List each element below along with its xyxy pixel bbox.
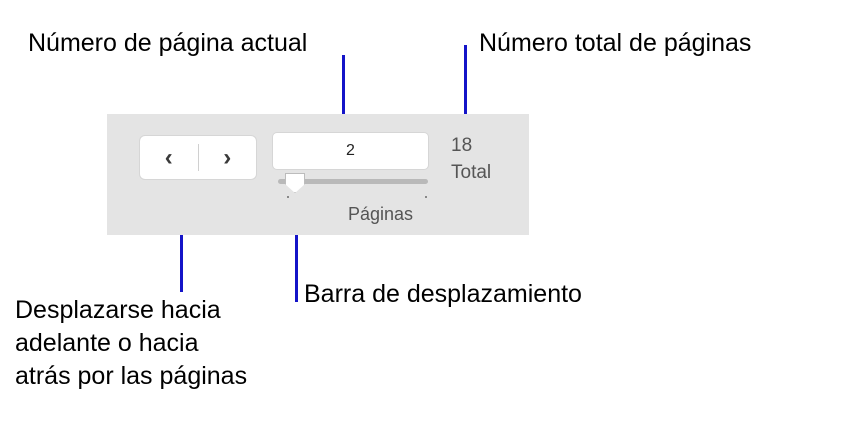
callout-total-pages: Número total de páginas bbox=[479, 29, 752, 57]
slider-tick-start bbox=[287, 196, 289, 198]
callout-navigate-line-2: adelante o hacia bbox=[15, 329, 199, 357]
previous-page-button[interactable]: ‹ bbox=[140, 136, 198, 179]
callout-line-total-pages bbox=[464, 45, 467, 130]
slider-label: Páginas bbox=[348, 204, 414, 224]
nav-divider bbox=[197, 144, 199, 171]
total-pages-label: Total bbox=[451, 162, 492, 183]
callout-line-scroll-bar bbox=[295, 180, 298, 302]
current-page-field[interactable]: 2 bbox=[273, 133, 428, 169]
total-pages-count: 18 bbox=[451, 135, 473, 156]
page-slider-track[interactable] bbox=[278, 179, 428, 184]
callout-current-page: Número de página actual bbox=[28, 29, 308, 57]
page-nav-buttons: ‹ › bbox=[140, 136, 256, 179]
callout-line-current-page bbox=[342, 55, 345, 131]
callout-line-navigate bbox=[180, 181, 183, 292]
page-navigation-toolbar: ‹ › 2 Páginas 18 Total bbox=[107, 114, 529, 235]
callout-navigate-line-3: atrás por las páginas bbox=[15, 362, 248, 390]
callout-navigate-line-1: Desplazarse hacia bbox=[15, 296, 221, 324]
slider-tick-end bbox=[425, 196, 427, 198]
page-slider-thumb[interactable] bbox=[285, 173, 305, 193]
callout-scroll-bar: Barra de desplazamiento bbox=[304, 280, 582, 308]
chevron-right-icon: › bbox=[223, 143, 232, 171]
chevron-left-icon: ‹ bbox=[164, 143, 173, 171]
next-page-button[interactable]: › bbox=[199, 136, 257, 179]
